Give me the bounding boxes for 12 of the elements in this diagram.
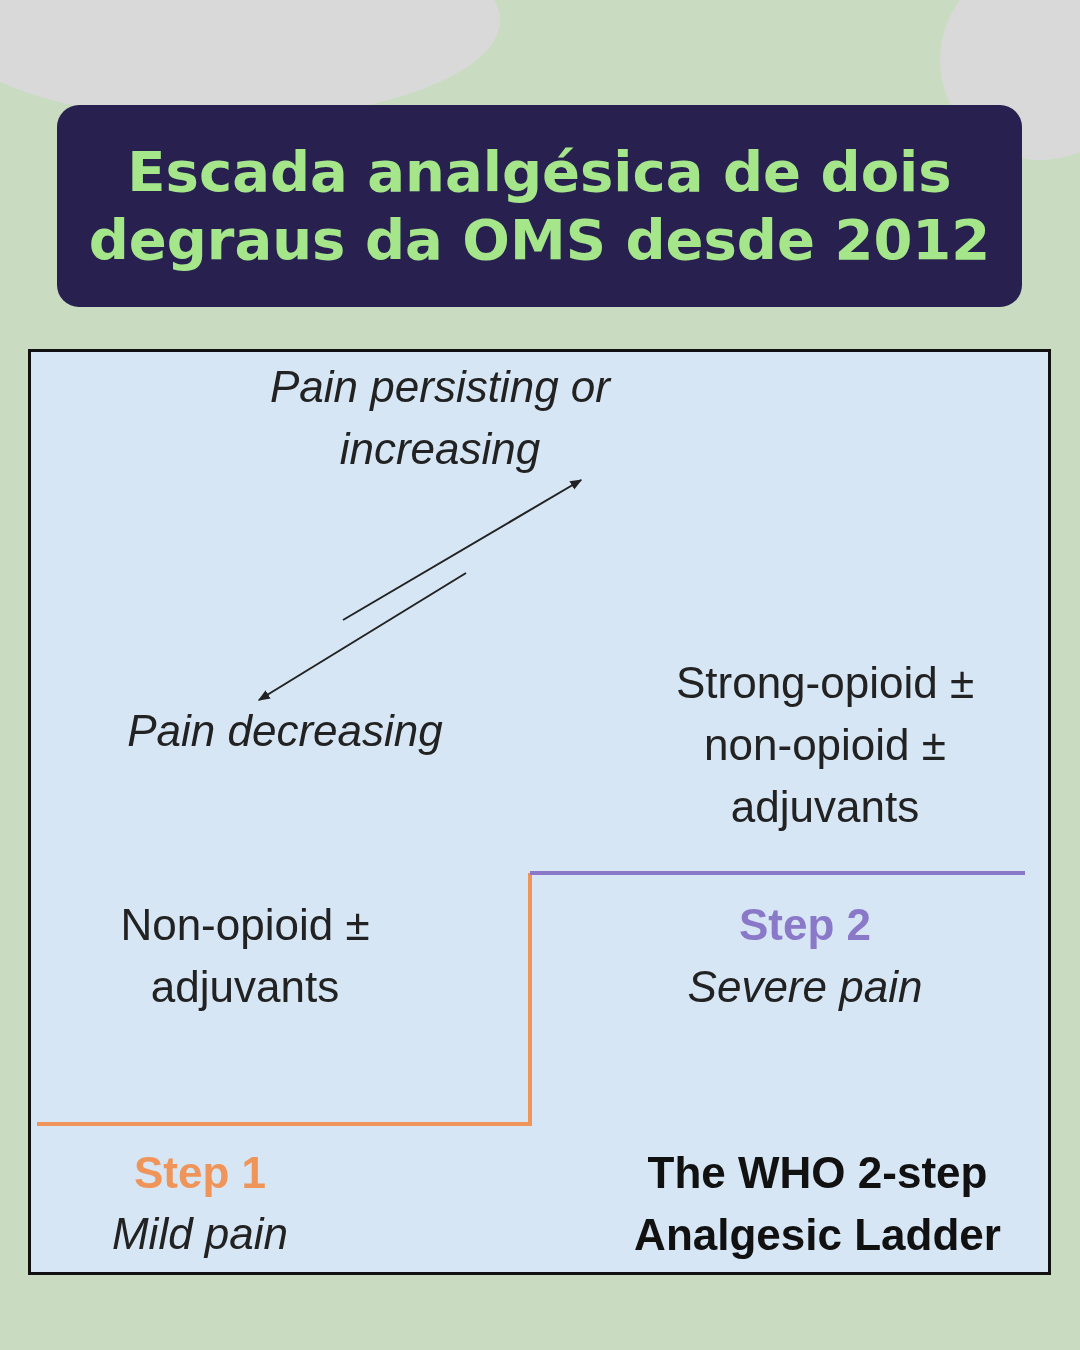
pain-level-text: Severe pain: [686, 961, 924, 1013]
drug-text: Non-opioid ± adjuvants: [119, 899, 371, 1013]
step-heading: Step 2: [737, 899, 872, 951]
ladder-caption: The WHO 2-step Analgesic Ladder: [633, 1147, 1002, 1261]
pain-level-text: Mild pain: [110, 1208, 290, 1260]
title-banner: Escada analgésica de dois degraus da OMS desde 2012: [57, 105, 1022, 307]
step-heading: Step 1: [132, 1147, 267, 1199]
arrow: [257, 572, 467, 701]
state-text: Pain persisting or increasing: [225, 356, 655, 480]
drug-text: Strong-opioid ± non-opioid ± adjuvants: [674, 657, 976, 833]
state-text: Pain decreasing: [80, 700, 490, 762]
arrow: [342, 479, 583, 621]
